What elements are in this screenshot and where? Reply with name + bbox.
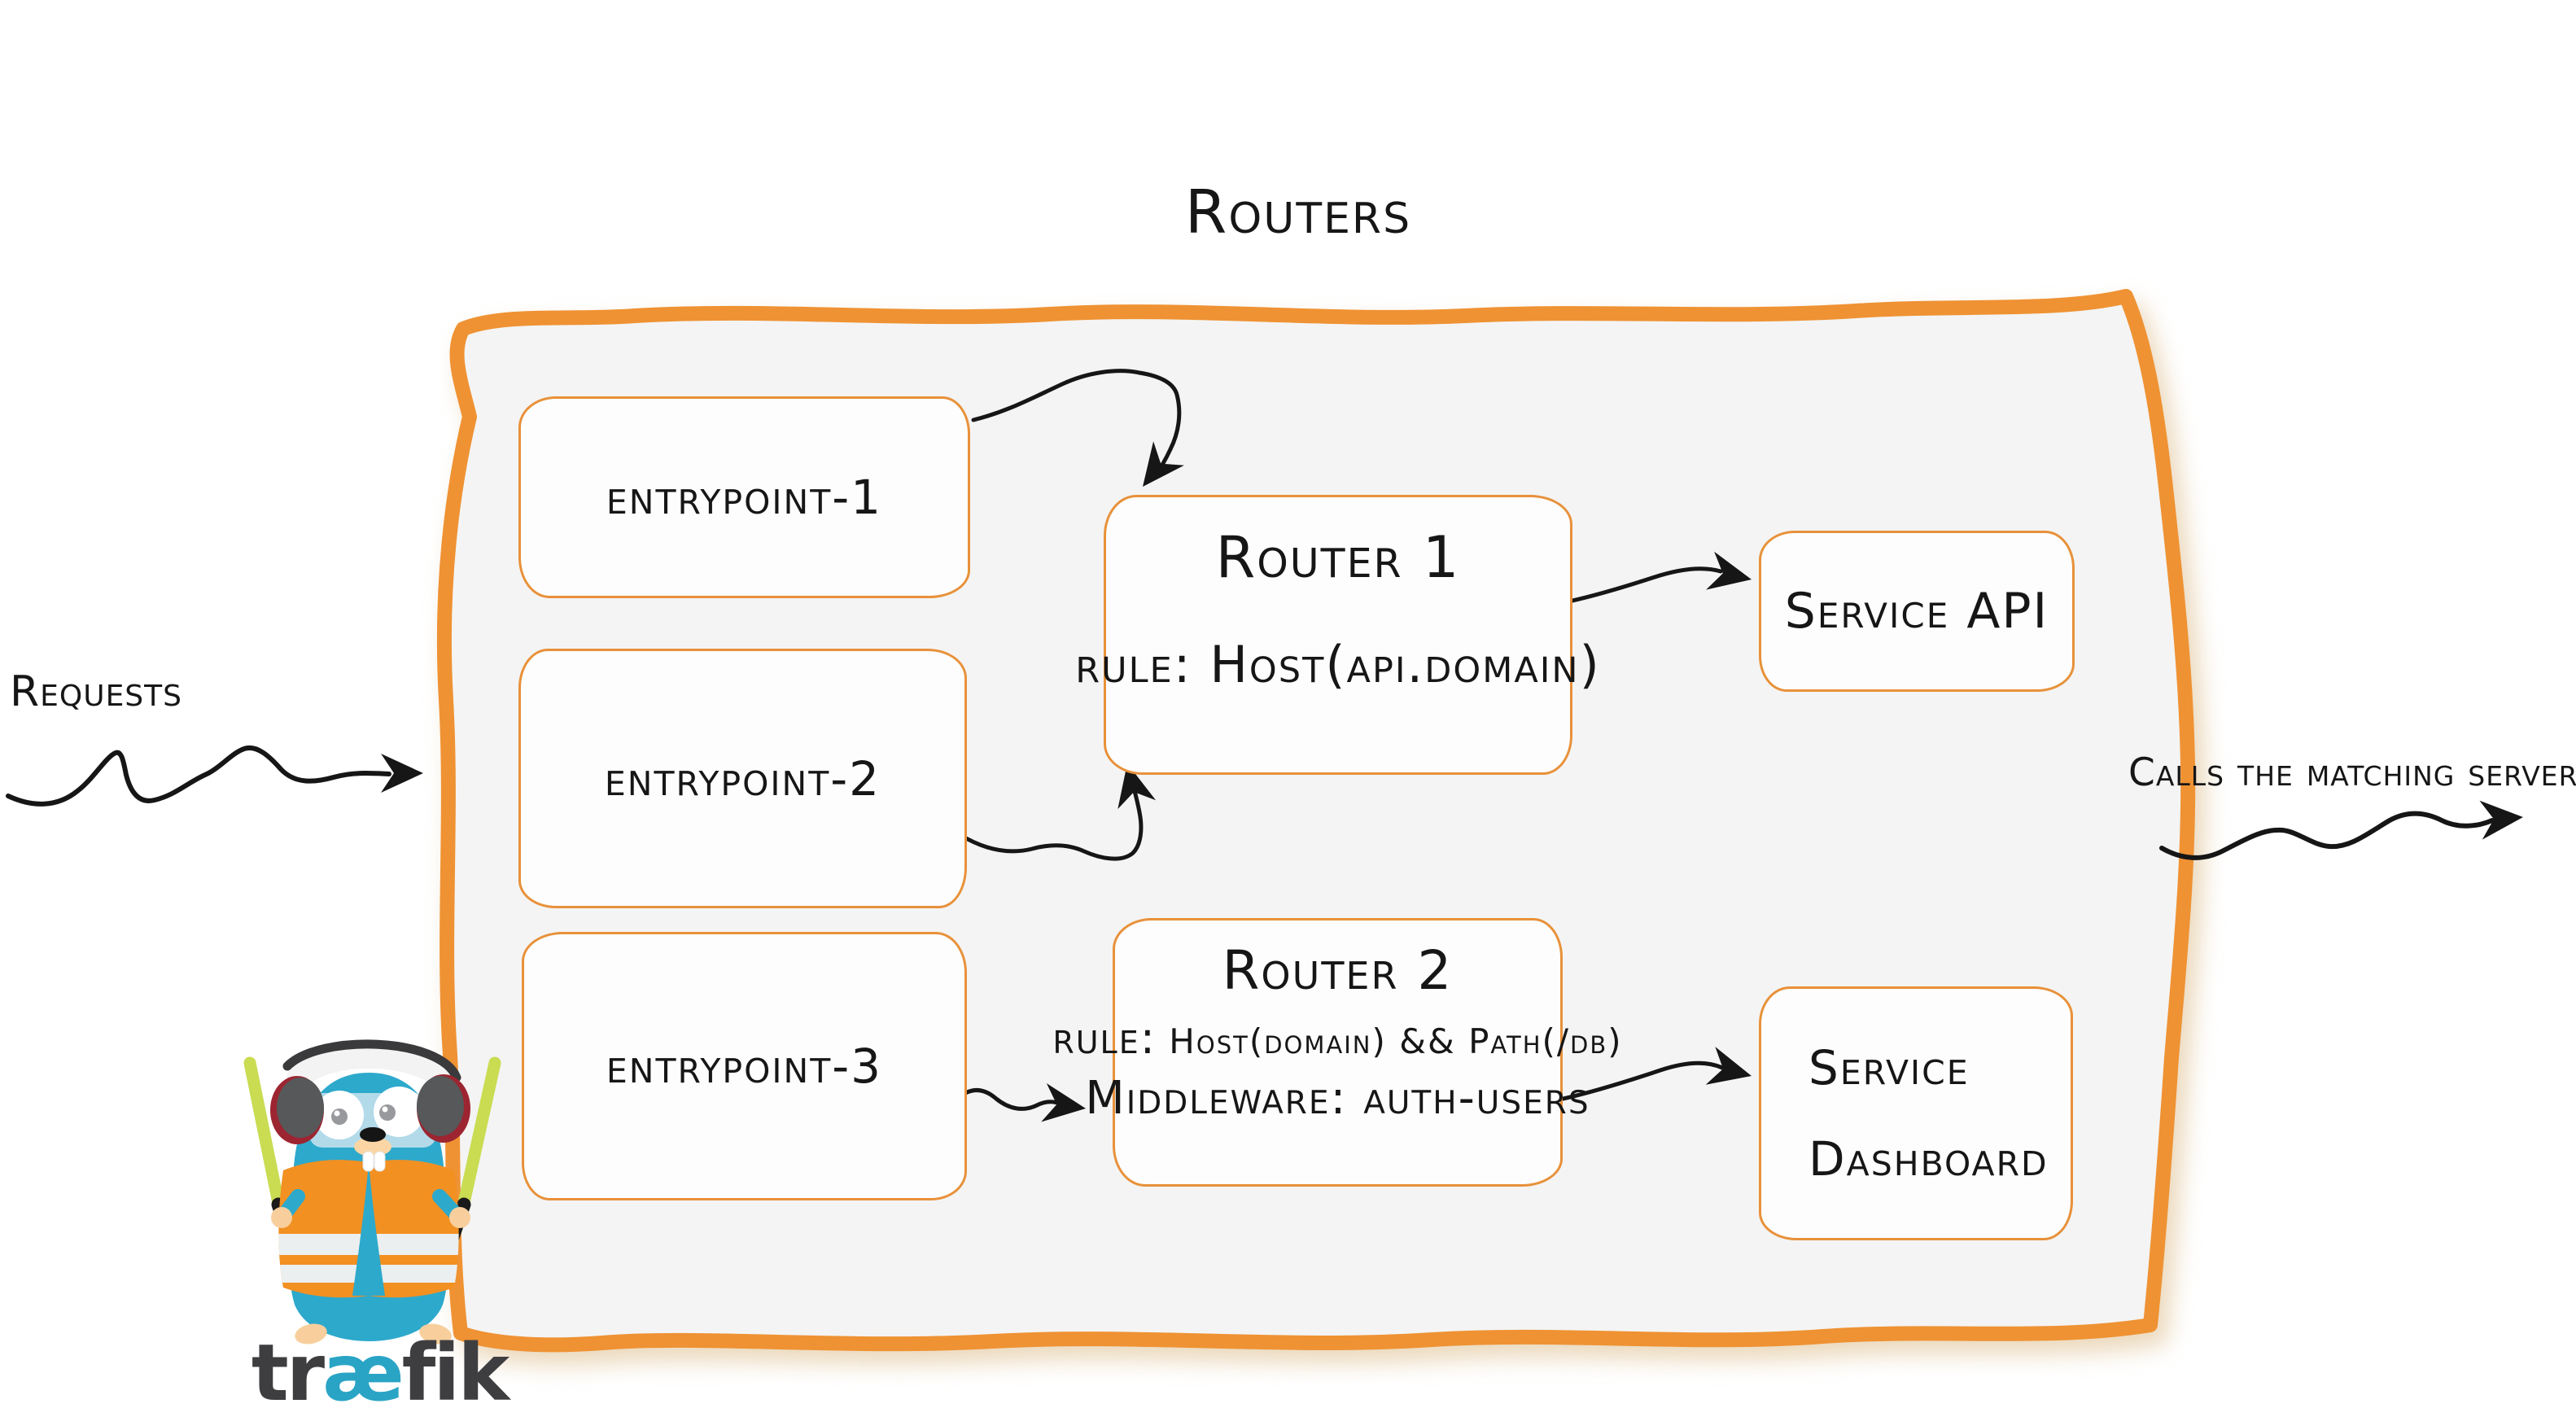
node-service-dashboard: Service Dashboard <box>1759 986 2073 1240</box>
router-2-rule-label: rule: <box>1052 1012 1157 1064</box>
entrypoint-3-label: entrypoint-3 <box>606 1039 883 1094</box>
glowstick-left-icon <box>243 1056 297 1244</box>
gopher-tooth-right <box>374 1151 386 1172</box>
arrow-ep2-router1 <box>958 776 1144 861</box>
node-service-api: Service API <box>1759 531 2075 692</box>
node-entrypoint-3: entrypoint-3 <box>522 932 967 1200</box>
router-2-middleware-value: auth-users <box>1363 1071 1590 1125</box>
arrowhead-requests <box>381 754 423 793</box>
page-title: Routers <box>1184 177 1412 247</box>
gopher-arm-left <box>276 1189 305 1223</box>
router-2-middleware: Middleware: auth-users <box>1085 1072 1590 1125</box>
gopher-hand-right <box>449 1207 470 1228</box>
gopher-pupil-right <box>379 1104 396 1121</box>
wordmark-post: fik <box>401 1327 510 1408</box>
arrowhead-ep3-router2 <box>1041 1082 1086 1122</box>
entrypoint-1-label: entrypoint-1 <box>606 470 883 525</box>
gopher-tooth-left <box>362 1151 374 1172</box>
gopher-vest <box>278 1160 459 1298</box>
traefik-gopher-logo <box>243 1039 501 1345</box>
wordmark-ae: æ <box>322 1327 405 1408</box>
service-dashboard-line1: Service <box>1808 1040 1970 1095</box>
service-api-label: Service API <box>1784 583 2049 640</box>
glowstick-right-icon <box>445 1056 501 1244</box>
gopher-nose <box>360 1127 386 1142</box>
pupil-highlight-right <box>382 1106 388 1113</box>
gopher-body <box>288 1073 449 1341</box>
router-1-rule-label: rule: <box>1075 635 1192 694</box>
arrow-router1-api <box>1555 566 1723 606</box>
gopher-eye-right <box>374 1087 424 1137</box>
goggles-icon <box>309 1093 436 1148</box>
calls-label: Calls the matching server <box>2128 750 2576 795</box>
arrow-ep3-router2 <box>955 1088 1064 1111</box>
arrow-requests <box>6 745 391 807</box>
gopher-eye-left <box>315 1091 364 1139</box>
router-2-middleware-label: Middleware: <box>1085 1071 1348 1125</box>
router-1-name: Router 1 <box>1215 524 1461 591</box>
router-1-rule: rule: Host(api.domain) <box>1075 635 1601 694</box>
arrow-ep1-router1 <box>971 369 1182 477</box>
router-2-rule: rule: Host(domain) && Path(/db) <box>1052 1012 1622 1064</box>
service-dashboard-line2: Dashboard <box>1808 1131 2049 1187</box>
headphones-icon <box>270 1039 470 1144</box>
pupil-highlight-left <box>334 1110 340 1117</box>
arrowhead-router1-api <box>1706 551 1752 590</box>
wordmark-pre: tr <box>251 1327 325 1408</box>
gopher-muzzle <box>354 1137 391 1157</box>
router-2-name: Router 2 <box>1222 939 1454 1002</box>
router-1-rule-value: Host(api.domain) <box>1209 635 1601 694</box>
entrypoint-2-label: entrypoint-2 <box>604 750 881 807</box>
arrowhead-router2-dashboard <box>1705 1047 1752 1085</box>
traefik-wordmark: træfik <box>234 1334 524 1408</box>
gopher-pupil-left <box>331 1108 348 1125</box>
arrow-calls <box>2159 811 2495 860</box>
gopher-arm-right <box>432 1189 465 1223</box>
gopher-hand-left <box>271 1207 292 1228</box>
node-router-1: Router 1 rule: Host(api.domain) <box>1075 495 1599 775</box>
requests-label: Requests <box>10 667 183 716</box>
node-router-2: Router 2 rule: Host(domain) && Path(/db)… <box>1052 918 1621 1187</box>
node-entrypoint-2: entrypoint-2 <box>518 649 967 908</box>
arrowhead-ep1-router1 <box>1143 441 1184 487</box>
arrowhead-calls <box>2479 800 2523 840</box>
router-2-rule-value: Host(domain) && Path(/db) <box>1169 1021 1623 1061</box>
node-entrypoint-1: entrypoint-1 <box>518 396 970 598</box>
